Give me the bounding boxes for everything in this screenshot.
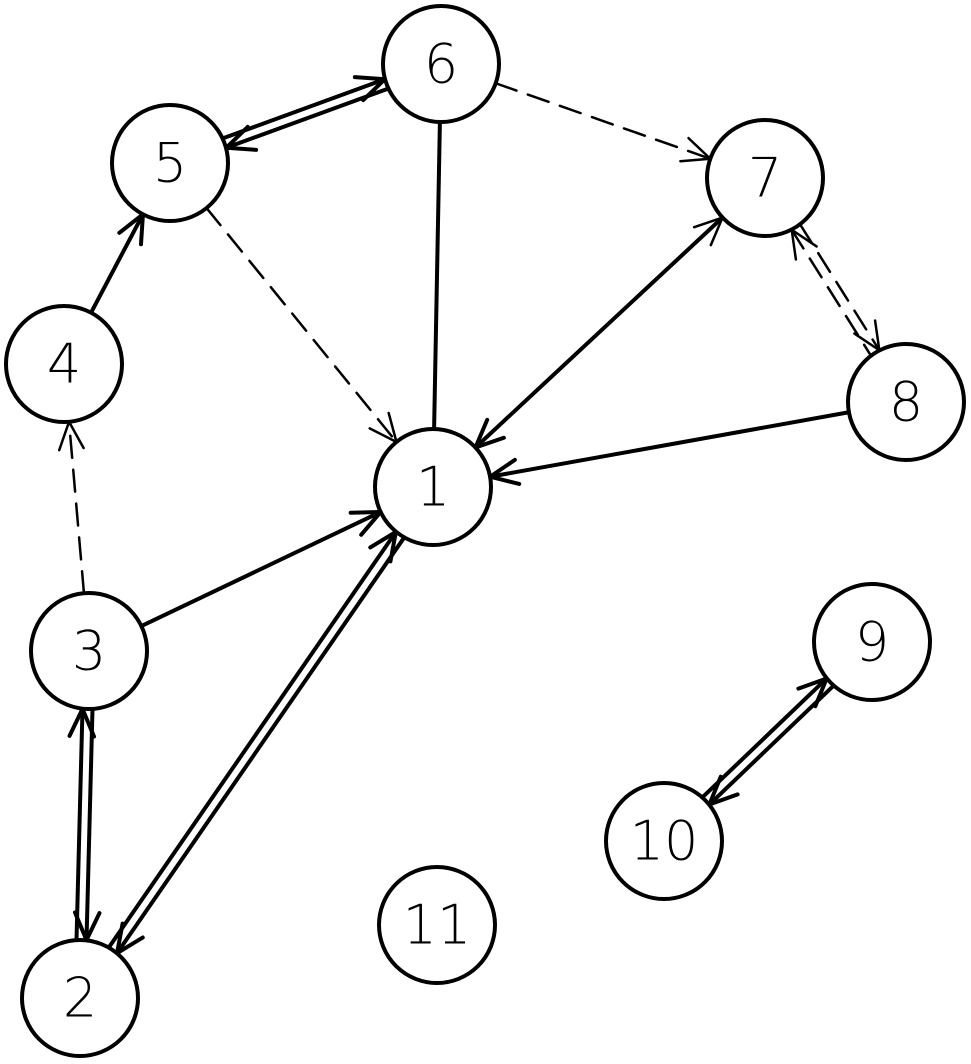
edge-6-7[interactable] [494,82,712,163]
node-10-label: 10 [630,810,699,873]
node-10[interactable]: 10 [604,781,724,901]
edge-6-1[interactable] [432,119,442,432]
node-3-label: 3 [72,620,106,683]
node-1[interactable]: 1 [373,427,493,547]
node-2[interactable]: 2 [20,938,140,1058]
node-8-circle [846,342,966,462]
node-1-circle [373,427,493,547]
edge-7-8-line-1 [790,228,873,357]
edge-8-1[interactable] [488,410,851,486]
edge-4-5-line-0 [89,212,145,315]
node-9[interactable]: 9 [812,582,932,702]
edge-9-10[interactable] [700,676,836,807]
edge-3-1-line-0 [139,509,383,629]
edge-3-4[interactable] [57,420,86,595]
edge-5-6[interactable] [220,75,391,152]
edge-5-6-line-0 [220,77,387,141]
node-4-circle [4,304,124,424]
node-5-circle [110,103,230,223]
node-9-label: 9 [855,611,889,674]
node-5-label: 5 [153,132,187,195]
arrow-to-1 [368,411,398,444]
edge-5-1-line-0 [205,206,398,444]
edge-5-6-line-1 [224,86,391,150]
node-5[interactable]: 5 [110,103,230,223]
edge-6-7-line-0 [494,82,712,160]
edge-2-3-line-1 [84,707,95,943]
edge-1-2-line-0 [115,535,407,956]
edge-8-1-line-0 [488,410,851,479]
node-11[interactable]: 11 [377,865,497,985]
edge-5-1[interactable] [205,206,398,444]
node-6-circle [381,4,501,124]
edge-2-3-line-0 [74,706,85,942]
node-6[interactable]: 6 [381,4,501,124]
node-11-circle [377,865,497,985]
node-1-label: 1 [416,456,450,519]
node-11-label: 11 [403,894,472,957]
node-6-label: 6 [424,33,458,96]
edge-4-5[interactable] [89,212,145,315]
edge-1-2-line-1 [106,529,398,950]
nodes-layer: 1 2 3 4 5 6 7 8 9 10 11 [4,4,966,1058]
edges-layer [57,75,881,956]
node-7-circle [705,118,825,238]
node-4[interactable]: 4 [4,304,124,424]
edge-2-3[interactable] [67,706,102,943]
edge-7-8[interactable] [790,223,881,357]
node-9-circle [812,582,932,702]
arrow-to-1 [368,529,398,564]
edge-1-2[interactable] [106,529,407,956]
edge-9-10-line-0 [707,683,836,807]
node-3-circle [29,591,149,711]
node-7[interactable]: 7 [705,118,825,238]
node-10-circle [604,781,724,901]
edge-7-8-line-0 [798,223,881,352]
node-8-label: 8 [889,371,923,434]
node-2-label: 2 [63,967,97,1030]
edge-6-1-line-0 [432,119,442,432]
node-3[interactable]: 3 [29,591,149,711]
node-4-label: 4 [47,333,81,396]
node-2-circle [20,938,140,1058]
edge-1-7-line-0 [474,216,724,449]
edge-1-7[interactable] [474,216,724,449]
edge-9-10-line-1 [700,676,829,800]
node-8[interactable]: 8 [846,342,966,462]
node-7-label: 7 [748,147,782,210]
edge-3-4-line-0 [67,420,86,595]
